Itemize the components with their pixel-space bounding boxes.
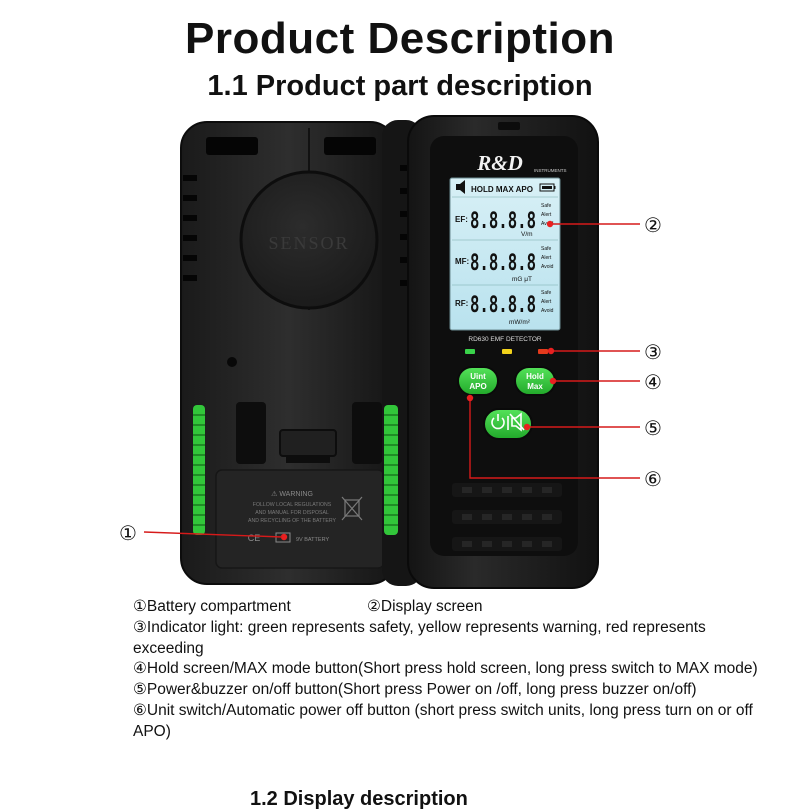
indicator-yellow [502, 349, 512, 354]
callout-2: ② [644, 213, 662, 237]
button-label: APO [469, 382, 486, 391]
screw-hole [227, 357, 237, 367]
level-alert: Alert [541, 212, 552, 218]
button-label: Max [527, 382, 543, 391]
level-alert: Alert [541, 299, 552, 305]
row-label: RF: [455, 299, 468, 308]
level-safe: Safe [541, 246, 552, 252]
vent-slot [324, 137, 376, 155]
warning-line: FOLLOW LOCAL REGULATIONS [253, 502, 332, 508]
power-buzzer-button[interactable] [483, 408, 533, 440]
level-safe: Safe [541, 203, 552, 209]
lcd-screen [449, 177, 561, 331]
seven-seg-digits: 8.8.8.8 [470, 293, 536, 318]
battery-level-icon [539, 183, 556, 192]
device-back: SENSOR ⚠ WARNING FOLLOW LOCAL REGULATION… [180, 121, 397, 585]
ce-mark: CE [248, 533, 261, 543]
level-avoid: Avoid [541, 308, 554, 314]
vent-slot [206, 137, 258, 155]
lcd-status-bar: HOLD MAX APO [471, 185, 533, 194]
callout-6: ⑥ [644, 467, 662, 491]
page-subtitle: 1.1 Product part description [207, 70, 593, 102]
battery-latch [279, 429, 337, 457]
indicator-green [465, 349, 475, 354]
callout-3: ③ [644, 340, 662, 364]
sensor-label: SENSOR [268, 233, 349, 253]
lcd-row-mf: MF: 8.8.8.8 Safe Alert Avoid mG μT [455, 246, 554, 283]
desc-indicator: ③Indicator light: green represents safet… [133, 618, 706, 657]
row-unit: V/m [521, 231, 533, 238]
callout-lines [143, 223, 640, 538]
callout-4: ④ [644, 370, 662, 394]
hold-max-button[interactable]: Hold Max [514, 366, 556, 396]
sensor-disc [239, 170, 379, 310]
level-alert: Alert [541, 255, 552, 261]
desc-battery: ①Battery compartment [133, 598, 291, 615]
level-avoid: Avoid [541, 264, 554, 270]
brand-logo: R&D [476, 151, 523, 175]
battery-symbol-icon [275, 532, 291, 543]
button-label: Hold [526, 372, 544, 381]
callout-5: ⑤ [644, 416, 662, 440]
seven-seg-digits: 8.8.8.8 [470, 209, 536, 234]
weee-bin-icon [341, 496, 363, 521]
warning-line: AND RECYCLING OF THE BATTERY [248, 518, 336, 524]
desc-power: ⑤Power&buzzer on/off button(Short press … [133, 681, 697, 699]
desc-display: ②Display screen [367, 598, 483, 615]
level-safe: Safe [541, 290, 552, 296]
warning-title: ⚠ WARNING [271, 490, 313, 498]
callout-dot [280, 533, 288, 541]
warning-line: AND MANUAL FOR DISPOSAL [255, 510, 329, 516]
lcd-row-rf: RF: 8.8.8.8 Safe Alert Avoid mW/m² [455, 290, 554, 326]
power-buzzer-icon [491, 412, 525, 432]
unit-apo-button[interactable]: Uint APO [457, 366, 499, 396]
front-vents [452, 483, 562, 551]
callout-dots [466, 220, 557, 431]
green-side-grip [384, 405, 398, 535]
speaker-icon [456, 180, 465, 194]
desc-hold: ④Hold screen/MAX mode button(Short press… [133, 660, 758, 678]
callout-1: ① [119, 521, 137, 545]
row-unit: mG μT [512, 276, 532, 283]
description-text: ①Battery compartment ②Display screen ③In… [133, 597, 773, 743]
seven-seg-digits: 8.8.8.8 [470, 251, 536, 276]
row-label: MF: [455, 257, 469, 266]
indicator-red [538, 349, 548, 354]
green-side-grip [193, 405, 205, 535]
model-label: RD630 EMF DETECTOR [468, 336, 542, 343]
desc-unit: ⑥Unit switch/Automatic power off button … [133, 701, 753, 740]
button-label: Uint [470, 372, 486, 381]
page-title: Product Description [185, 14, 615, 63]
brand-subtitle: INSTRUMENTS [534, 168, 567, 173]
row-label: EF: [455, 215, 468, 224]
battery-spec: 9V BATTERY [296, 537, 329, 543]
row-unit: mW/m² [509, 319, 531, 326]
device-front: R&D INSTRUMENTS HOLD MAX APO EF: 8.8.8.8… [382, 115, 599, 589]
